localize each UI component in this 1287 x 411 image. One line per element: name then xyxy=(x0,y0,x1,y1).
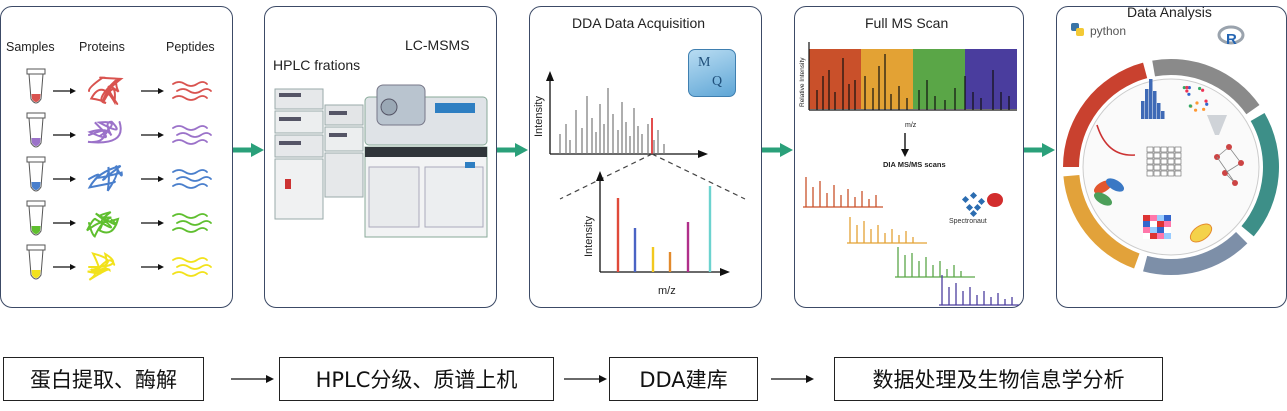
isolation-window-band xyxy=(913,49,965,109)
peptide-strand xyxy=(177,265,211,269)
sample-tube xyxy=(27,201,45,235)
step-arrow xyxy=(53,264,76,270)
peptide-strand xyxy=(177,89,211,93)
peptide-strand xyxy=(173,82,207,86)
dda-zoom-y-label: Intensity xyxy=(583,216,595,257)
flow-arrow-1 xyxy=(231,371,275,387)
axis-y-arrow xyxy=(546,71,554,81)
connector-arrow-3 xyxy=(762,142,794,158)
dia-ms2-spectrum xyxy=(939,275,1019,305)
fullms-x-label: m/z xyxy=(905,122,917,129)
dia-ms2-spectrum xyxy=(895,247,975,277)
connector-arrow-4 xyxy=(1024,142,1056,158)
sample-prep-illustration xyxy=(1,7,231,307)
panel-data-analysis: Data Analysis python R xyxy=(1056,6,1287,308)
flow-step-hplc-ms: HPLC分级、质谱上机 xyxy=(279,357,554,401)
dia-label: DIA MS/MS scans xyxy=(883,160,946,169)
spectronaut-label: Spectronaut xyxy=(949,218,987,225)
spectronaut-logo xyxy=(962,192,1003,217)
flow-arrow-2 xyxy=(564,371,608,387)
peptide-strand xyxy=(173,140,207,144)
protein-tangle xyxy=(89,166,122,191)
mass-spectrometer xyxy=(365,85,487,237)
maxquant-logo: M Q xyxy=(688,49,736,97)
connector-arrow-2 xyxy=(497,142,529,158)
analysis-wheel: python R xyxy=(1057,7,1286,307)
peptide-strand xyxy=(173,258,207,262)
dda-zoom-x-label: m/z xyxy=(658,285,676,297)
peptide-strand xyxy=(173,170,207,174)
zoom-axis-y-arrow xyxy=(596,171,604,181)
full-ms-spectra: Relative Intensity m/z DIA MS/MS scans S… xyxy=(795,7,1023,307)
step-arrow xyxy=(53,132,76,138)
panel-full-ms-scan: Full MS Scan Relative Intensity m/z DIA … xyxy=(794,6,1024,308)
peptide-strand xyxy=(173,184,207,188)
isolation-window-band xyxy=(861,49,913,109)
protein-tangle xyxy=(88,122,121,143)
step-arrow xyxy=(141,88,164,94)
axis-x-arrow xyxy=(698,150,708,158)
instruments-illustration xyxy=(265,7,495,307)
dia-down-arrowhead xyxy=(901,149,909,157)
protein-tangle xyxy=(88,254,115,280)
step-arrow xyxy=(141,264,164,270)
sample-tube xyxy=(27,245,45,279)
protein-tangle xyxy=(89,78,121,104)
step-arrow xyxy=(141,132,164,138)
dda-y-label: Intensity xyxy=(533,96,545,137)
peptide-strand xyxy=(177,177,211,181)
peptide-strand xyxy=(173,214,207,218)
hplc-instrument xyxy=(275,89,363,219)
connector-arrow-1 xyxy=(233,142,265,158)
peptide-strand xyxy=(173,272,207,276)
sample-tube xyxy=(27,157,45,191)
python-icon xyxy=(1071,23,1084,36)
step-arrow xyxy=(53,176,76,182)
peptide-strand xyxy=(173,228,207,232)
step-arrow xyxy=(53,88,76,94)
step-arrow xyxy=(53,220,76,226)
python-label: python xyxy=(1090,24,1126,38)
zoom-axis-x-arrow xyxy=(720,268,730,276)
logo-letter-m: M xyxy=(698,55,710,71)
flow-arrow-3 xyxy=(771,371,815,387)
sample-tube xyxy=(27,113,45,147)
peptide-strand xyxy=(173,96,207,100)
panel-dda-acquisition: DDA Data Acquisition Intensity Intensity… xyxy=(529,6,762,308)
zoom-line-left xyxy=(560,154,652,199)
peptide-strand xyxy=(177,133,211,137)
step-arrow xyxy=(141,220,164,226)
panel-sample-prep: Samples Proteins Peptides xyxy=(0,6,233,308)
panel-hplc-lcmsms: HPLC frations LC-MSMS xyxy=(264,6,497,308)
peptide-strand xyxy=(177,221,211,225)
fullms-y-label: Relative Intensity xyxy=(799,57,806,107)
zoom-line-right xyxy=(652,154,745,199)
step-arrow xyxy=(141,176,164,182)
dia-ms2-spectrum xyxy=(803,177,883,207)
flow-step-protein-extraction: 蛋白提取、酶解 xyxy=(3,357,204,401)
dia-ms2-spectrum xyxy=(847,217,927,243)
protein-tangle xyxy=(87,212,118,236)
flow-step-bioinformatics: 数据处理及生物信息学分析 xyxy=(834,357,1163,401)
logo-letter-q: Q xyxy=(712,74,722,90)
r-label: R xyxy=(1226,31,1237,48)
flow-step-dda-library: DDA建库 xyxy=(609,357,758,401)
peptide-strand xyxy=(173,126,207,130)
sample-tube xyxy=(27,69,45,103)
